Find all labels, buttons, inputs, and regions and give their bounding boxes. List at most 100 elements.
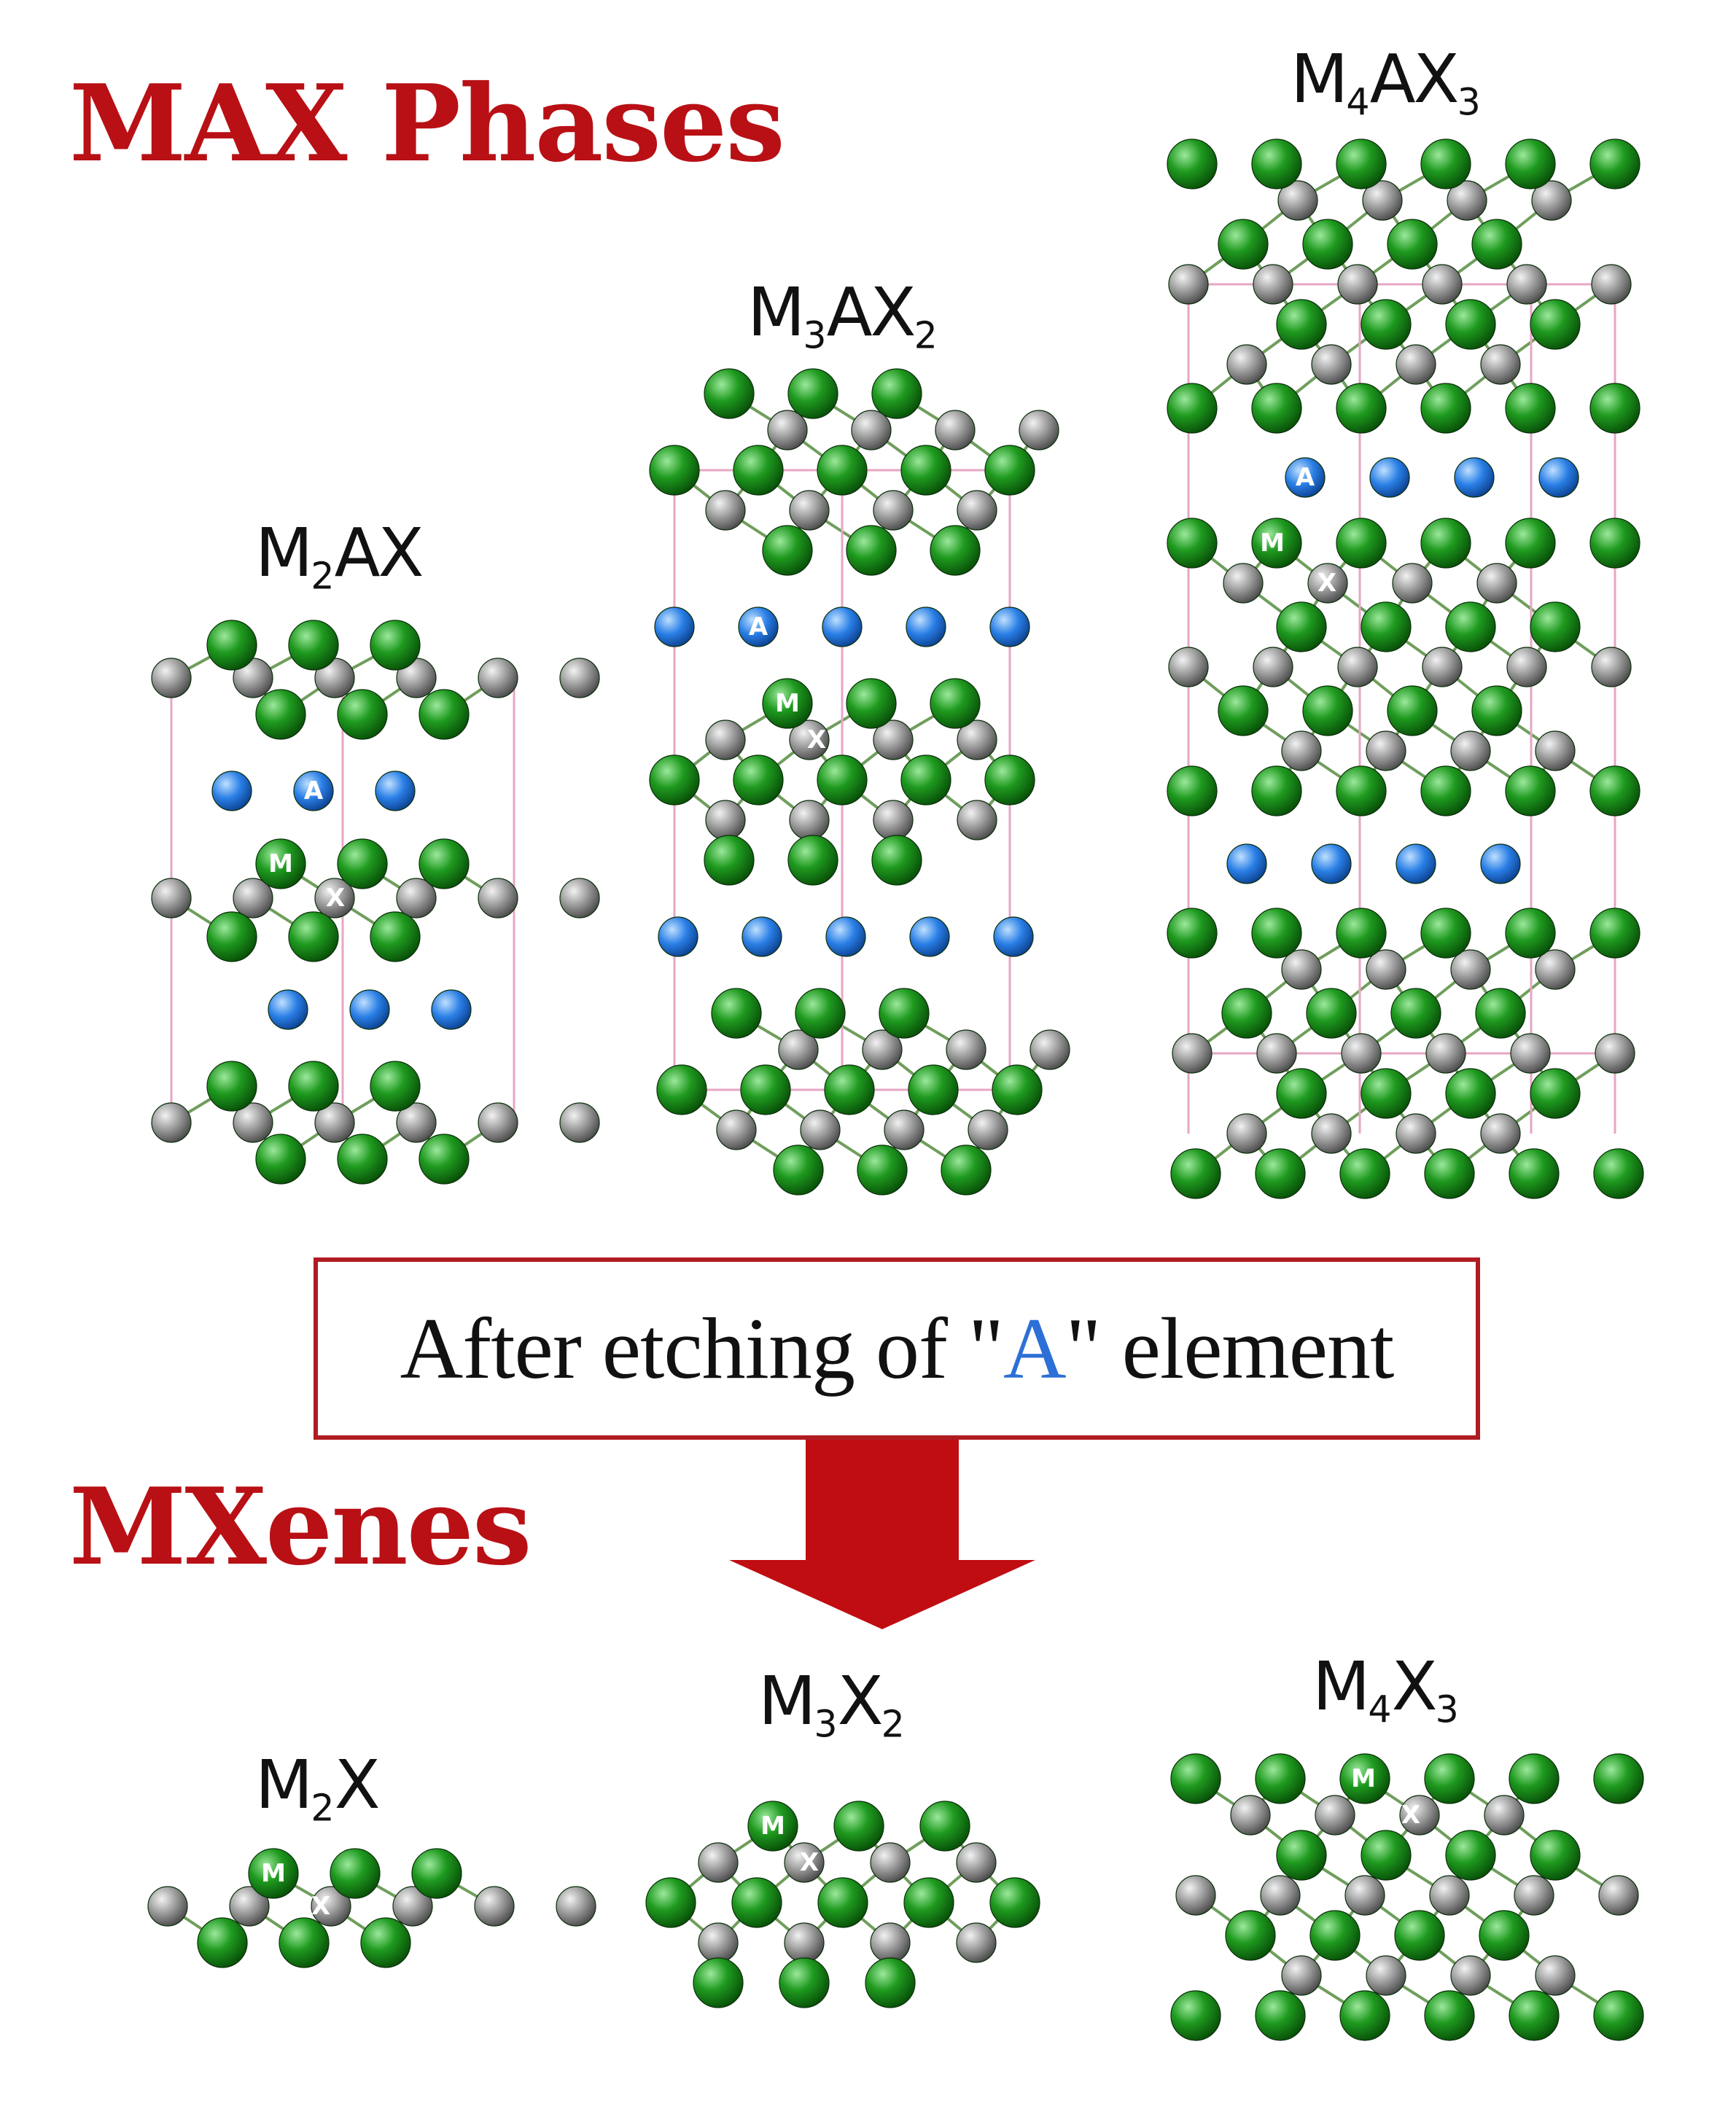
m-atom <box>989 1877 1040 1928</box>
m-atom <box>779 1957 830 2008</box>
x-atom <box>767 410 808 451</box>
x-atom <box>1307 563 1348 604</box>
m-atom <box>1505 383 1556 434</box>
m-atom <box>1302 219 1353 270</box>
m-atom <box>1420 908 1471 959</box>
m-atom <box>197 1917 248 1968</box>
m-atom <box>787 368 838 419</box>
atom-tag: X <box>800 1848 819 1877</box>
atom-tag: M <box>1351 1764 1376 1793</box>
label-m4ax3: M4AX3 <box>1291 40 1481 124</box>
x-atom <box>478 658 518 698</box>
etching-note-prefix: After etching of " <box>400 1300 1004 1397</box>
a-atom <box>1285 457 1326 498</box>
m-atom <box>1424 1990 1475 2041</box>
x-atom <box>884 1109 925 1150</box>
x-atom <box>1253 647 1293 687</box>
m-atom <box>1424 1148 1475 1199</box>
x-atom <box>957 800 997 841</box>
m-atom <box>1218 219 1269 270</box>
x-atom <box>556 1886 596 1927</box>
m-atom <box>1170 1148 1221 1199</box>
x-atom <box>1226 344 1267 385</box>
m-atom <box>871 368 922 419</box>
a-atom <box>742 916 782 957</box>
label-m3x2: M3X2 <box>758 1662 905 1746</box>
x-atom <box>1450 949 1491 990</box>
a-atom <box>738 607 779 647</box>
m-atom <box>846 678 897 729</box>
m-atom <box>1167 518 1218 569</box>
m-atom <box>1167 765 1218 816</box>
m-atom <box>817 445 868 496</box>
x-atom <box>1175 1875 1216 1916</box>
x-atom <box>1450 730 1491 771</box>
m-atom <box>1589 765 1640 816</box>
m-atom <box>1505 139 1556 190</box>
m-atom <box>370 1061 421 1112</box>
m-atom <box>1394 1910 1445 1961</box>
m-atom <box>817 754 868 806</box>
x-atom <box>151 878 192 919</box>
m-atom <box>711 988 762 1039</box>
m-atom <box>1445 1830 1496 1881</box>
m-atom <box>1509 1753 1560 1804</box>
m-atom <box>704 368 755 419</box>
a-atom <box>1311 843 1352 884</box>
x-atom <box>705 719 746 760</box>
m-atom <box>1251 908 1302 959</box>
x-atom <box>957 490 997 531</box>
m-atom <box>1339 1753 1390 1804</box>
m-atom <box>857 1144 908 1196</box>
atom-tag: X <box>326 884 345 913</box>
m-atom <box>206 1061 257 1112</box>
a-atom <box>1226 843 1267 884</box>
m-atom <box>919 1801 970 1852</box>
atom-tag: X <box>1401 1801 1420 1830</box>
m-atom <box>1390 988 1441 1039</box>
m-atom <box>1339 1148 1390 1199</box>
x-atom <box>1476 563 1517 604</box>
a-atom <box>293 771 334 811</box>
m-atom <box>824 1064 875 1115</box>
m-atom <box>1276 1068 1327 1119</box>
x-atom <box>873 490 914 531</box>
m-atom <box>992 1064 1043 1115</box>
x-atom <box>1341 1033 1382 1074</box>
m-atom <box>206 911 257 962</box>
a-atom <box>1454 457 1495 498</box>
atom-tag: M <box>775 689 800 718</box>
m-atom <box>733 445 784 496</box>
m-atom <box>762 678 813 729</box>
x-atom <box>1168 647 1209 687</box>
m-atom <box>1445 1068 1496 1119</box>
x-atom <box>1315 1795 1355 1836</box>
m-atom <box>1306 988 1357 1039</box>
x-atom <box>873 800 914 841</box>
m-atom <box>1509 1990 1560 2041</box>
m-atom <box>1361 1068 1412 1119</box>
a-atom <box>1396 843 1436 884</box>
x-atom <box>956 1922 997 1963</box>
m-atom <box>731 1877 782 1928</box>
m-atom <box>1336 139 1387 190</box>
m-atom <box>1505 518 1556 569</box>
m-atom <box>288 1061 339 1112</box>
x-atom <box>968 1109 1008 1150</box>
a-atom <box>989 607 1030 647</box>
m-atom <box>1471 685 1522 736</box>
m-atom <box>1530 1068 1581 1119</box>
x-atom <box>1396 344 1436 385</box>
x-atom <box>1506 264 1547 305</box>
atom-tag: A <box>749 612 768 641</box>
m-atom <box>879 988 930 1039</box>
x-atom <box>1029 1029 1070 1070</box>
m-atom <box>984 754 1035 806</box>
atom-tag: M <box>760 1811 785 1841</box>
m-atom <box>1361 1830 1412 1881</box>
x-atom <box>311 1886 351 1927</box>
m-atom <box>255 689 306 740</box>
m-atom <box>1251 383 1302 434</box>
m-atom <box>1361 601 1412 652</box>
